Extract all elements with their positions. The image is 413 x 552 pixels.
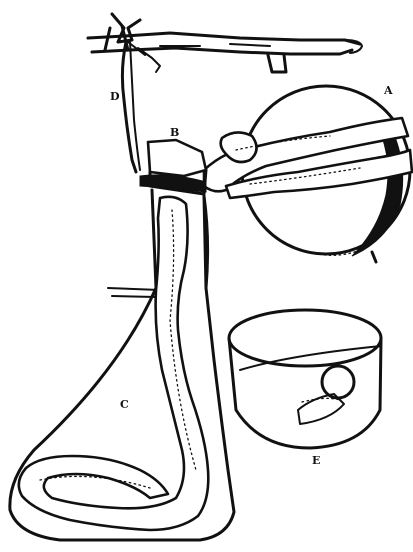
label-d: D [110, 90, 120, 103]
string-knot [112, 14, 160, 72]
string-d [122, 42, 140, 172]
rope-around-bulb [204, 118, 412, 198]
cork-e [229, 310, 381, 448]
stopper-b [140, 140, 206, 194]
label-b: B [170, 126, 179, 139]
label-e: E [312, 454, 320, 467]
label-a: A [383, 84, 393, 97]
label-c: C [120, 398, 129, 411]
